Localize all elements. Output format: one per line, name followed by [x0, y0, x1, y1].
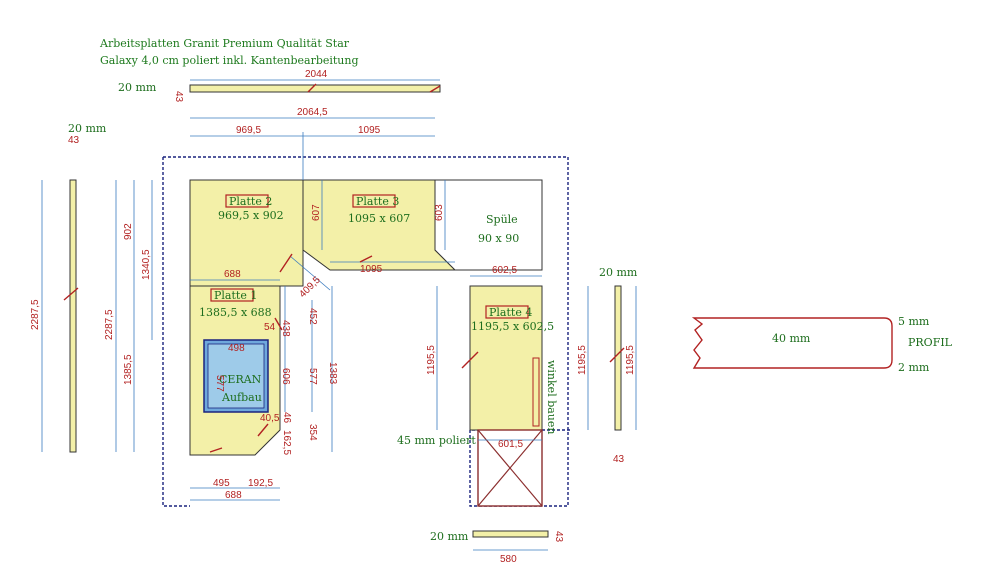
dim-w-1095-bottom: 1095: [360, 264, 383, 275]
bottom-strip-thickness: 20 mm: [430, 530, 469, 543]
appliance-box-cross-2: [477, 429, 543, 507]
plate-4-title: Platte 4: [489, 306, 532, 319]
dim-w-688-bottom: 688: [225, 490, 242, 501]
dim-v-354: 354: [307, 424, 318, 441]
dim-w-left: 969,5: [236, 125, 261, 136]
cooktop-depth: 577: [214, 375, 225, 392]
dim-v-162: 162,5: [281, 430, 292, 455]
top-strip-length: 2044: [305, 69, 328, 80]
angle-note: winkel bauen: [545, 360, 558, 435]
sink-line-2: 90 x 90: [478, 232, 519, 245]
polished-note: 45 mm poliert: [397, 434, 476, 447]
dim-w-right: 1095: [358, 125, 381, 136]
dim-h-1195-left: 1195,5: [426, 345, 437, 375]
plate-1-title-box: [210, 288, 254, 302]
plate-2-size-text: 969,5 x 902: [218, 209, 284, 222]
dim-h-1340: 1340,5: [141, 249, 152, 280]
plate-1-size: 1385,5 x 688: [199, 306, 272, 319]
profile-shape: [691, 317, 893, 369]
dim-w-688-top: 688: [224, 269, 241, 280]
top-strip-cut-mark: [307, 83, 317, 93]
plate-1-title: Platte 1: [214, 289, 257, 302]
dim-v-40: 40,5: [260, 413, 280, 424]
top-strip-thickness: 20 mm: [118, 81, 157, 94]
dim-v-1383: 1383: [327, 362, 338, 385]
dim-w-601: 601,5: [498, 439, 523, 450]
cooktop-line-1: CERAN: [219, 373, 262, 386]
dim-v-46: 46: [281, 412, 292, 424]
dim-diag-line: [289, 255, 331, 291]
right-strip: [614, 285, 622, 431]
cut-mark-bottom: [209, 447, 223, 453]
dim-w-495: 495: [213, 478, 230, 489]
dim-h-607: 607: [311, 204, 322, 221]
bottom-strip-end: 43: [553, 531, 564, 543]
top-strip: [189, 84, 441, 93]
cooktop-line-2: Aufbau: [221, 391, 262, 404]
profile-bottom: 2 mm: [898, 361, 930, 374]
dim-v-606: 606: [280, 368, 291, 385]
cooktop-width: 498: [228, 343, 245, 354]
cut-mark-corner: [279, 253, 293, 273]
top-strip-end-cut: [429, 85, 441, 93]
cut-mark-platte4: [461, 351, 479, 369]
sink-area: [434, 179, 543, 271]
dim-h-603: 603: [434, 204, 445, 221]
bottom-strip-length: 580: [500, 554, 517, 565]
plate-2-title-box: [225, 194, 269, 208]
cut-mark-platte1: [257, 423, 269, 437]
dim-h-2287: 2287,5: [104, 309, 115, 340]
plate-3-title: Platte 3: [356, 195, 399, 208]
plate-4-size: 1195,5 x 602,5: [471, 320, 554, 333]
right-strip-thickness: 20 mm: [599, 266, 638, 279]
plate-2-title: Platte 2: [229, 195, 272, 208]
profile-thickness: 40 mm: [772, 332, 811, 345]
left-strip-thickness: 20 mm: [68, 122, 107, 135]
top-strip-end: 43: [173, 91, 184, 103]
profile-top: 5 mm: [898, 315, 930, 328]
dim-v-452: 452: [307, 308, 318, 325]
cut-mark-cooktop: [274, 317, 283, 331]
left-strip-end: 43: [68, 135, 80, 146]
dim-v-54: 54: [264, 322, 276, 333]
right-strip-end: 43: [613, 454, 625, 465]
left-strip-cut-mark: [63, 287, 79, 301]
plate-3-size: 1095 x 607: [348, 212, 410, 225]
cooktop-surface: [207, 343, 265, 409]
dim-w-192: 192,5: [248, 478, 273, 489]
dim-w-602: 602,5: [492, 265, 517, 276]
profile-label: PROFIL: [908, 336, 953, 349]
dim-h-1385: 1385,5: [123, 354, 134, 385]
plate-4: [469, 285, 543, 431]
dim-h-1195-right: 1195,5: [577, 345, 588, 375]
angle-piece: [532, 357, 540, 427]
left-strip: [69, 179, 77, 453]
left-strip-length: 2287,5: [30, 299, 41, 330]
plate-2: [189, 179, 304, 287]
plate-4-title-box: [485, 305, 529, 319]
right-strip-cut-mark: [609, 347, 625, 363]
header-line-1: Arbeitsplatten Granit Premium Qualität S…: [99, 37, 350, 50]
sink-line-1: Spüle: [486, 213, 518, 226]
right-strip-length: 1195,5: [625, 345, 636, 375]
room-outline-left: [162, 157, 190, 507]
header-line-2: Galaxy 4,0 cm poliert inkl. Kantenbearbe…: [100, 54, 359, 67]
dim-v-577: 577: [307, 368, 318, 385]
plate-3: [302, 179, 457, 271]
plate-3-title-box: [352, 194, 396, 208]
dim-h-902: 902: [123, 223, 134, 240]
cut-mark-platte3: [359, 255, 373, 263]
bottom-strip: [472, 530, 549, 538]
dim-v-438: 438: [280, 320, 291, 337]
dim-total-width: 2064,5: [297, 107, 328, 118]
